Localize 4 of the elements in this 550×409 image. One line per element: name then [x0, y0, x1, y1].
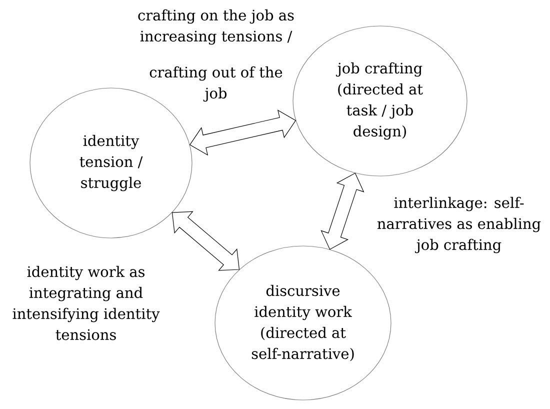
annotation-text: crafting on the job as increasing tensions /: [138, 9, 294, 45]
double-arrow: [320, 172, 364, 250]
annotation-text: identity work as integrating and intensifying identity tensions: [12, 266, 160, 340]
double-arrow: [172, 211, 240, 271]
